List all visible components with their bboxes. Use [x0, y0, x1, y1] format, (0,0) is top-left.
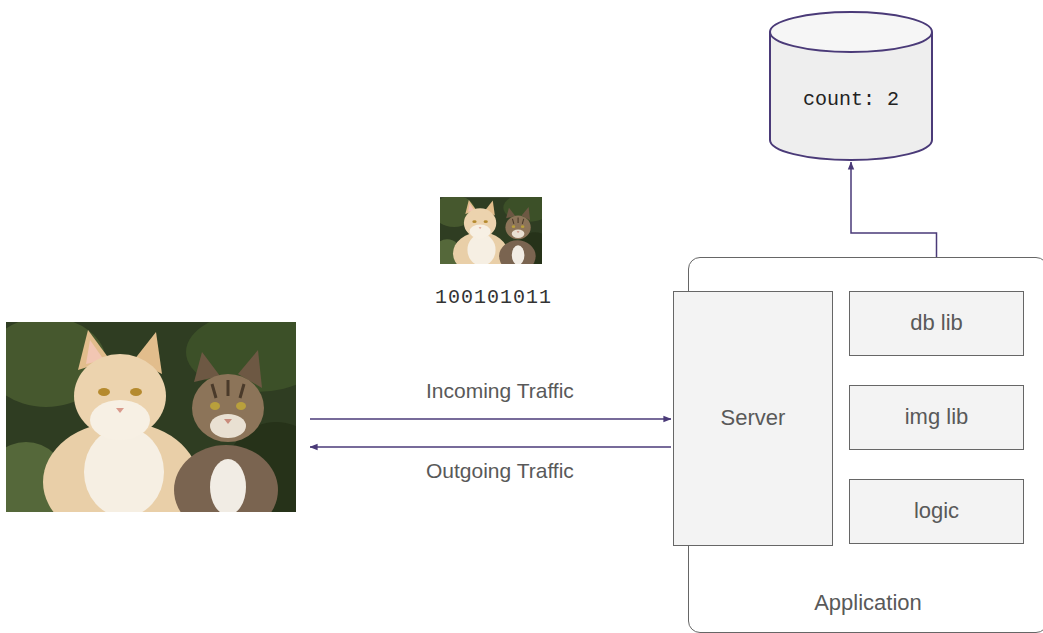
node-text: logic: [914, 498, 959, 524]
library-box: db lib: [849, 291, 1024, 356]
node-text: img lib: [905, 404, 969, 430]
node-text: db lib: [910, 310, 963, 336]
traffic-label: Incoming Traffic: [426, 379, 574, 403]
traffic-label: Outgoing Traffic: [426, 459, 574, 483]
incoming-arrow: [310, 418, 671, 420]
logic-box: logic: [849, 479, 1024, 544]
database-cylinder: count: 2: [768, 10, 934, 162]
binary-data: 100101011: [435, 286, 552, 309]
node-text: count: 2: [803, 88, 899, 112]
outgoing-arrow: [310, 446, 671, 448]
library-box: img lib: [849, 385, 1024, 450]
node-text: Application: [814, 590, 922, 616]
application-box: Application Server db lib img lib logic: [688, 257, 1043, 633]
cat-photo: [0, 312, 326, 542]
server-box: Server: [673, 291, 833, 546]
cylinder-shape: [768, 10, 934, 162]
cat-thumbnail: [433, 194, 553, 275]
node-text: Server: [721, 405, 786, 431]
